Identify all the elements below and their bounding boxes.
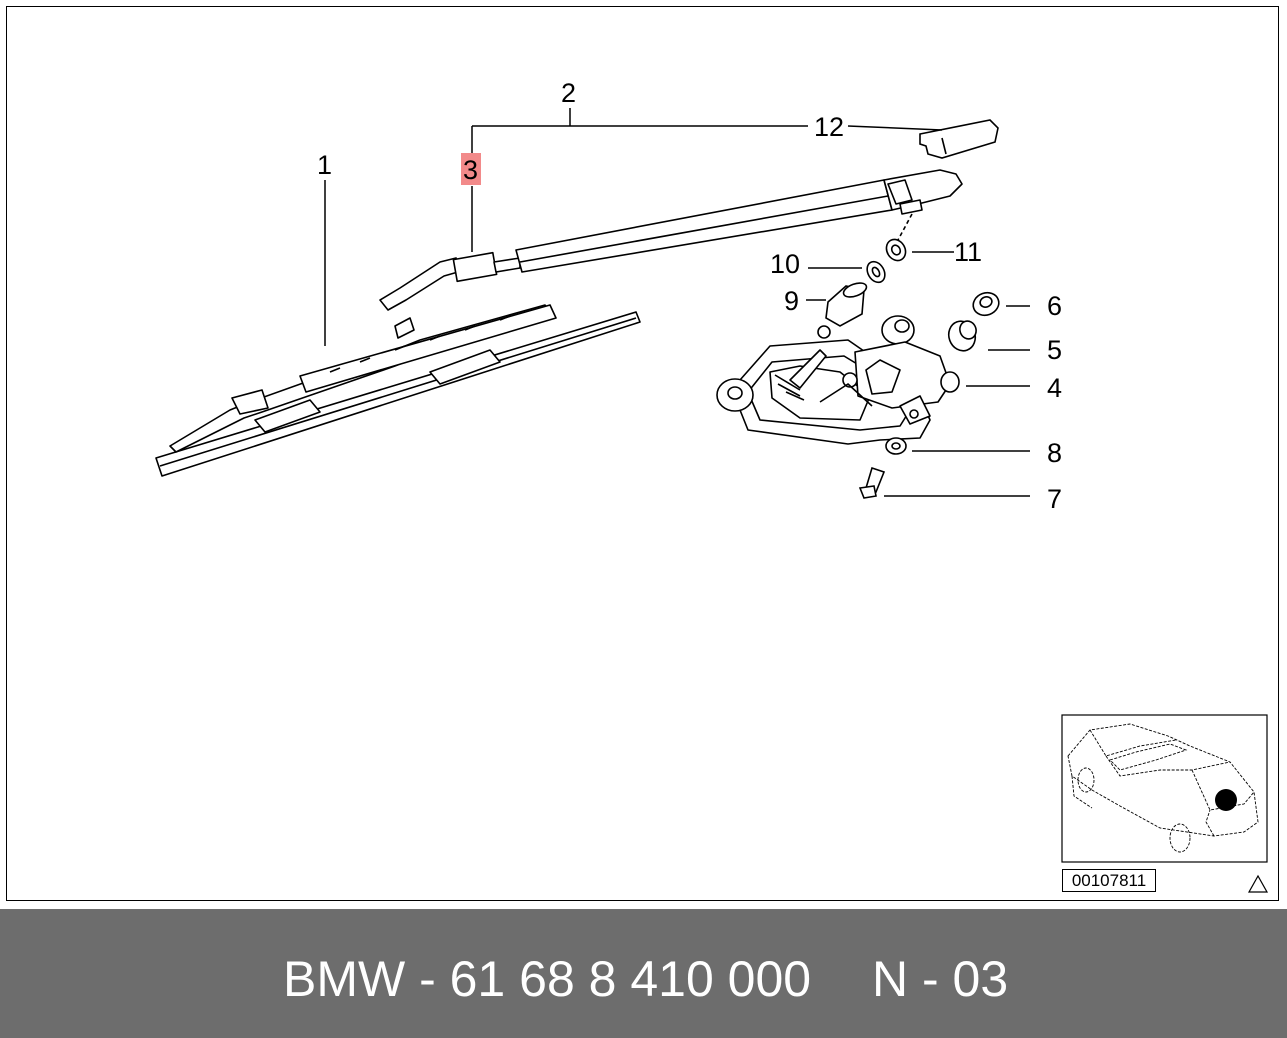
- callout-3-highlight: [461, 153, 481, 185]
- washers: [866, 213, 913, 284]
- bushings: [947, 291, 1000, 352]
- wiper-motor: [716, 315, 960, 445]
- location-marker: [1215, 789, 1237, 811]
- wiper-blade: [155, 304, 641, 477]
- part-number: BMW - 61 68 8 410 000: [283, 951, 812, 1007]
- callout-5: 5: [1047, 335, 1062, 365]
- callout-12: 12: [814, 112, 844, 142]
- callout-1: 1: [317, 150, 332, 180]
- washer-bolt: [858, 437, 907, 499]
- callout-8: 8: [1047, 438, 1062, 468]
- callout-4: 4: [1047, 373, 1062, 403]
- leader-lines: [324, 108, 1030, 497]
- callout-9: 9: [784, 286, 799, 316]
- variant-code: N - 03: [872, 951, 1009, 1007]
- callout-2: 2: [561, 78, 576, 108]
- arm-cap: [919, 119, 999, 159]
- footer-bar: BMW - 61 68 8 410 000 N - 03: [0, 909, 1287, 1038]
- grommet: [817, 282, 868, 339]
- wiper-arm: [379, 169, 963, 311]
- callout-11: 11: [954, 237, 982, 267]
- callout-7: 7: [1047, 484, 1062, 514]
- callout-10: 10: [770, 249, 800, 279]
- diagram-reference-number: 00107811: [1062, 869, 1156, 892]
- callout-6: 6: [1047, 291, 1062, 321]
- callout-3: 3: [463, 155, 478, 185]
- parts-diagram: 1 2 3 12 10 11 9 6 5 4 8 7: [155, 78, 1269, 893]
- car-locator-inset: [1061, 714, 1268, 863]
- triangle-icon: [1247, 874, 1269, 893]
